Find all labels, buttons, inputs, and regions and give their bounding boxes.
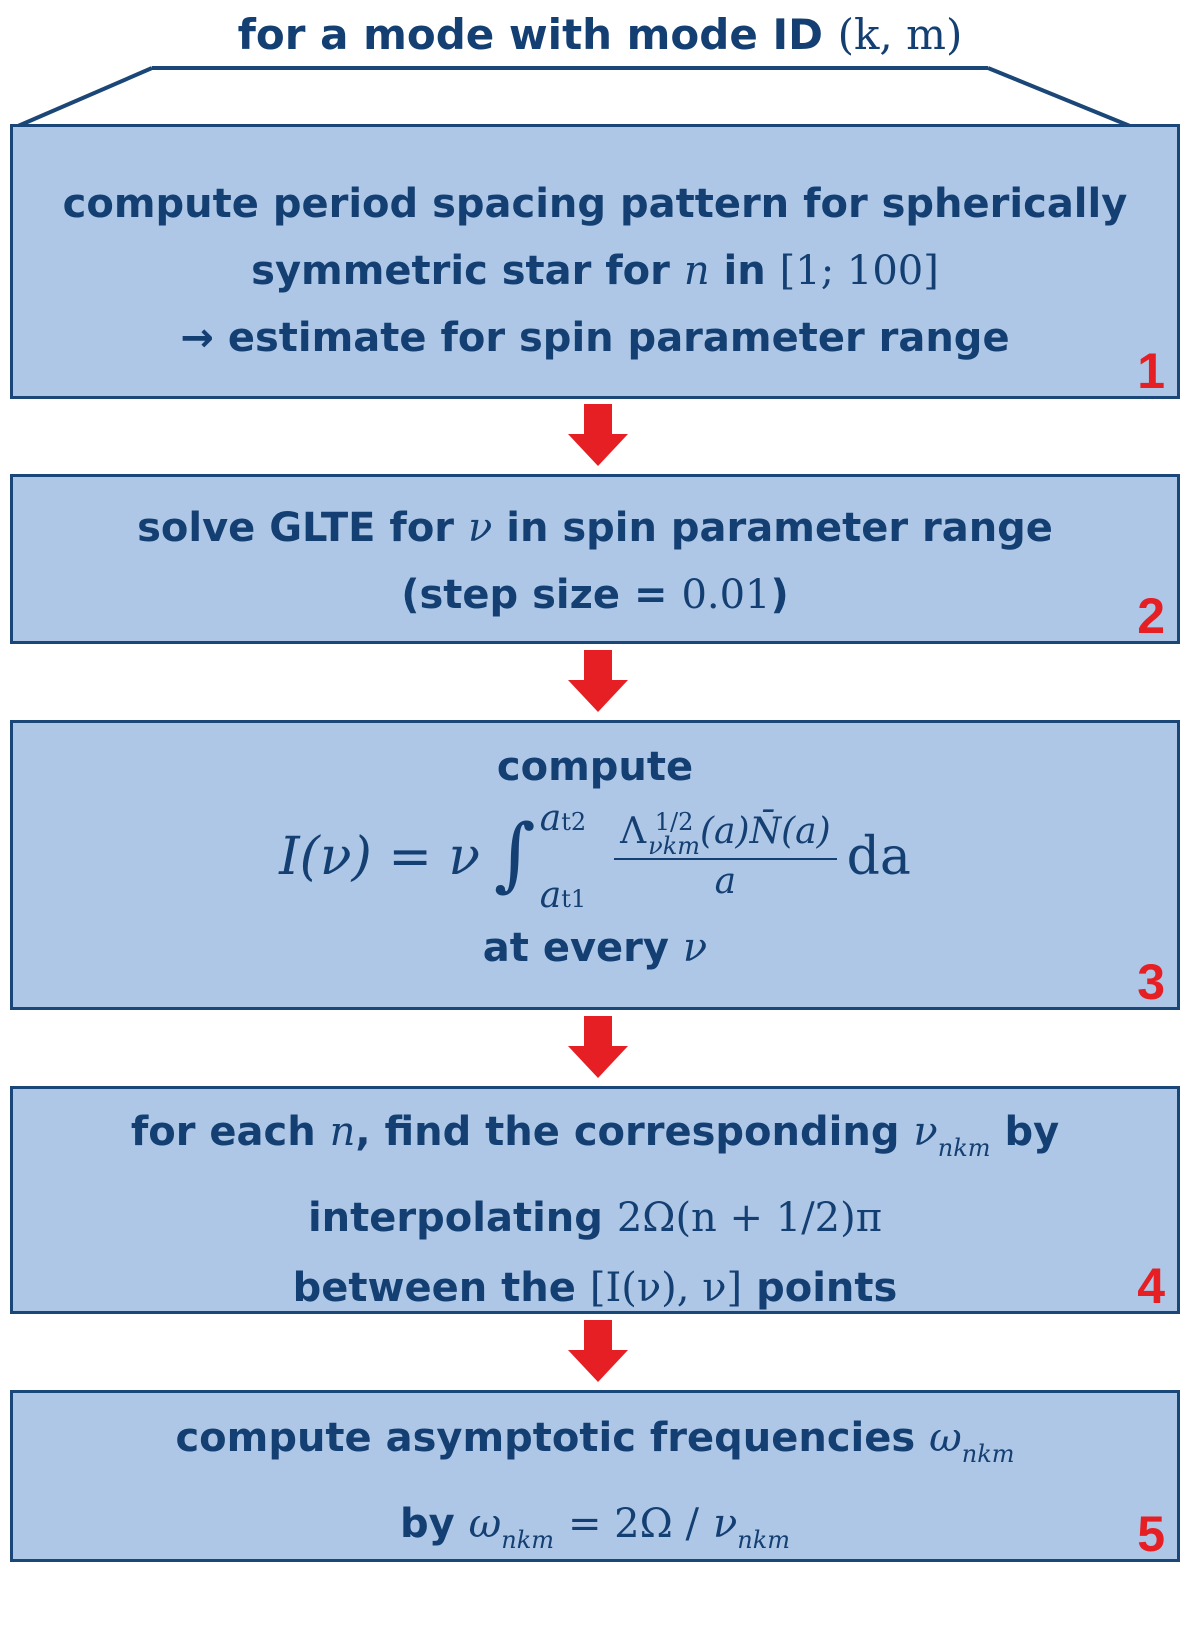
step-box-4: for each n, find the corresponding νnkm … [10, 1086, 1180, 1314]
var-omega-nkm: ωnkm [929, 1415, 1015, 1468]
var-n: n [329, 1109, 356, 1155]
step-1-line-2: symmetric star for n in [1; 100] [251, 248, 939, 294]
down-arrow-icon [568, 650, 628, 712]
expansion-lines [17, 66, 1131, 128]
formula-lhs: I(ν) = ν [279, 827, 481, 887]
step-5-line-1: compute asymptotic frequencies ωnkm [175, 1415, 1015, 1468]
var-nu-nkm: νnkm [712, 1500, 791, 1554]
step-number-3: 3 [1137, 954, 1165, 1010]
step-3-line-3: at every ν [482, 925, 708, 971]
var-omega-nkm: ωnkm [468, 1500, 555, 1554]
lower-limit: at1 [539, 875, 587, 916]
step-2-line-1: solve GLTE for ν in spin parameter range [137, 505, 1053, 551]
step-number-5: 5 [1137, 1506, 1165, 1562]
step-4-line-2: interpolating 2Ω(n + 1/2)π [307, 1194, 883, 1241]
title-text: for a mode with mode ID [237, 10, 823, 59]
frequency-relation: = 2Ω / [567, 1500, 699, 1547]
integral-sign: ∫ [494, 806, 536, 900]
upper-limit: at2 [539, 798, 587, 839]
step-4-line-1: for each n, find the corresponding νnkm … [130, 1109, 1060, 1162]
step-1-line-3: → estimate for spin parameter range [180, 315, 1010, 361]
step-number-4: 4 [1137, 1258, 1165, 1314]
expansion-left-line [17, 66, 153, 128]
step-box-5: compute asymptotic frequencies ωnkm by ω… [10, 1390, 1180, 1562]
step-size-value: 0.01 [681, 572, 771, 618]
title-math: (k, m) [837, 10, 963, 59]
step-box-2: solve GLTE for ν in spin parameter range… [10, 474, 1180, 644]
var-nu: ν [682, 925, 708, 971]
down-arrow-icon [568, 1016, 628, 1078]
expansion-right-line [987, 66, 1131, 128]
diagram-title: for a mode with mode ID (k, m) [0, 0, 1200, 70]
down-arrow-icon [568, 404, 628, 466]
point-pairs: [I(ν), ν] [589, 1264, 743, 1311]
range-math: [1; 100] [779, 248, 939, 294]
var-nu-nkm: νnkm [913, 1109, 991, 1162]
step-number-1: 1 [1137, 343, 1165, 399]
step-2-line-2: (step size = 0.01) [401, 572, 789, 618]
step-1-line-1: compute period spacing pattern for spher… [62, 181, 1128, 227]
step-4-line-3: between the [I(ν), ν] points [292, 1264, 898, 1311]
fraction-denominator: a [714, 861, 737, 903]
interpolation-target: 2Ω(n + 1/2)π [616, 1194, 883, 1241]
step-number-2: 2 [1137, 588, 1165, 644]
integral-limits: at2 at1 [540, 798, 586, 916]
down-arrow-icon [568, 1320, 628, 1382]
var-n: n [683, 248, 710, 294]
differential: da [846, 827, 911, 887]
step-3-line-1: compute [496, 744, 694, 790]
step-5-line-2: by ωnkm = 2Ω / νnkm [399, 1500, 791, 1554]
var-nu: ν [467, 505, 493, 551]
step-box-1: compute period spacing pattern for spher… [10, 124, 1180, 399]
